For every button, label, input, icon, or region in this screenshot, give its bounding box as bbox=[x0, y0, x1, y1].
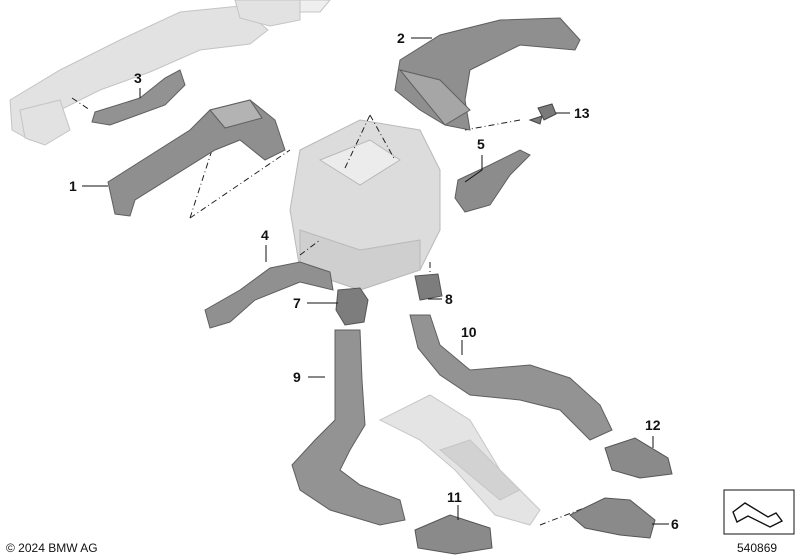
callout-5: 5 bbox=[477, 136, 485, 152]
callout-7: 7 bbox=[293, 295, 301, 311]
image-number: 540869 bbox=[737, 541, 778, 555]
callout-10: 10 bbox=[461, 324, 477, 340]
ghost-dashboard bbox=[9, 0, 331, 146]
ghost-center-console bbox=[378, 394, 541, 526]
callout-6: 6 bbox=[671, 516, 679, 532]
hvac-unit bbox=[289, 119, 441, 291]
part-1-duct bbox=[107, 99, 286, 217]
callout-11: 11 bbox=[447, 489, 462, 505]
callout-9: 9 bbox=[293, 369, 301, 385]
callout-4: 4 bbox=[261, 227, 269, 243]
part-4-duct bbox=[204, 261, 334, 329]
part-12-endpiece bbox=[604, 437, 673, 479]
part-10-duct bbox=[409, 314, 613, 441]
part-9-duct bbox=[291, 329, 406, 526]
callout-8: 8 bbox=[445, 291, 453, 307]
arrow-symbol-icon bbox=[723, 489, 795, 535]
part-5-vent bbox=[454, 149, 531, 213]
part-8-connector bbox=[414, 273, 443, 301]
copyright-text: © 2024 BMW AG bbox=[6, 541, 98, 555]
part-11-endpiece bbox=[414, 514, 493, 555]
part-3-duct bbox=[91, 69, 186, 126]
callout-12: 12 bbox=[645, 417, 661, 433]
callout-2: 2 bbox=[397, 30, 405, 46]
guide-lines bbox=[71, 97, 606, 526]
part-7-connector bbox=[335, 287, 369, 326]
part-2-duct bbox=[394, 17, 581, 131]
part-6-endpiece bbox=[569, 497, 656, 539]
leader-lines bbox=[82, 37, 669, 525]
callout-3: 3 bbox=[134, 70, 142, 86]
part-13-fitting bbox=[528, 103, 557, 125]
callout-13: 13 bbox=[574, 105, 590, 121]
callout-1: 1 bbox=[69, 178, 77, 194]
